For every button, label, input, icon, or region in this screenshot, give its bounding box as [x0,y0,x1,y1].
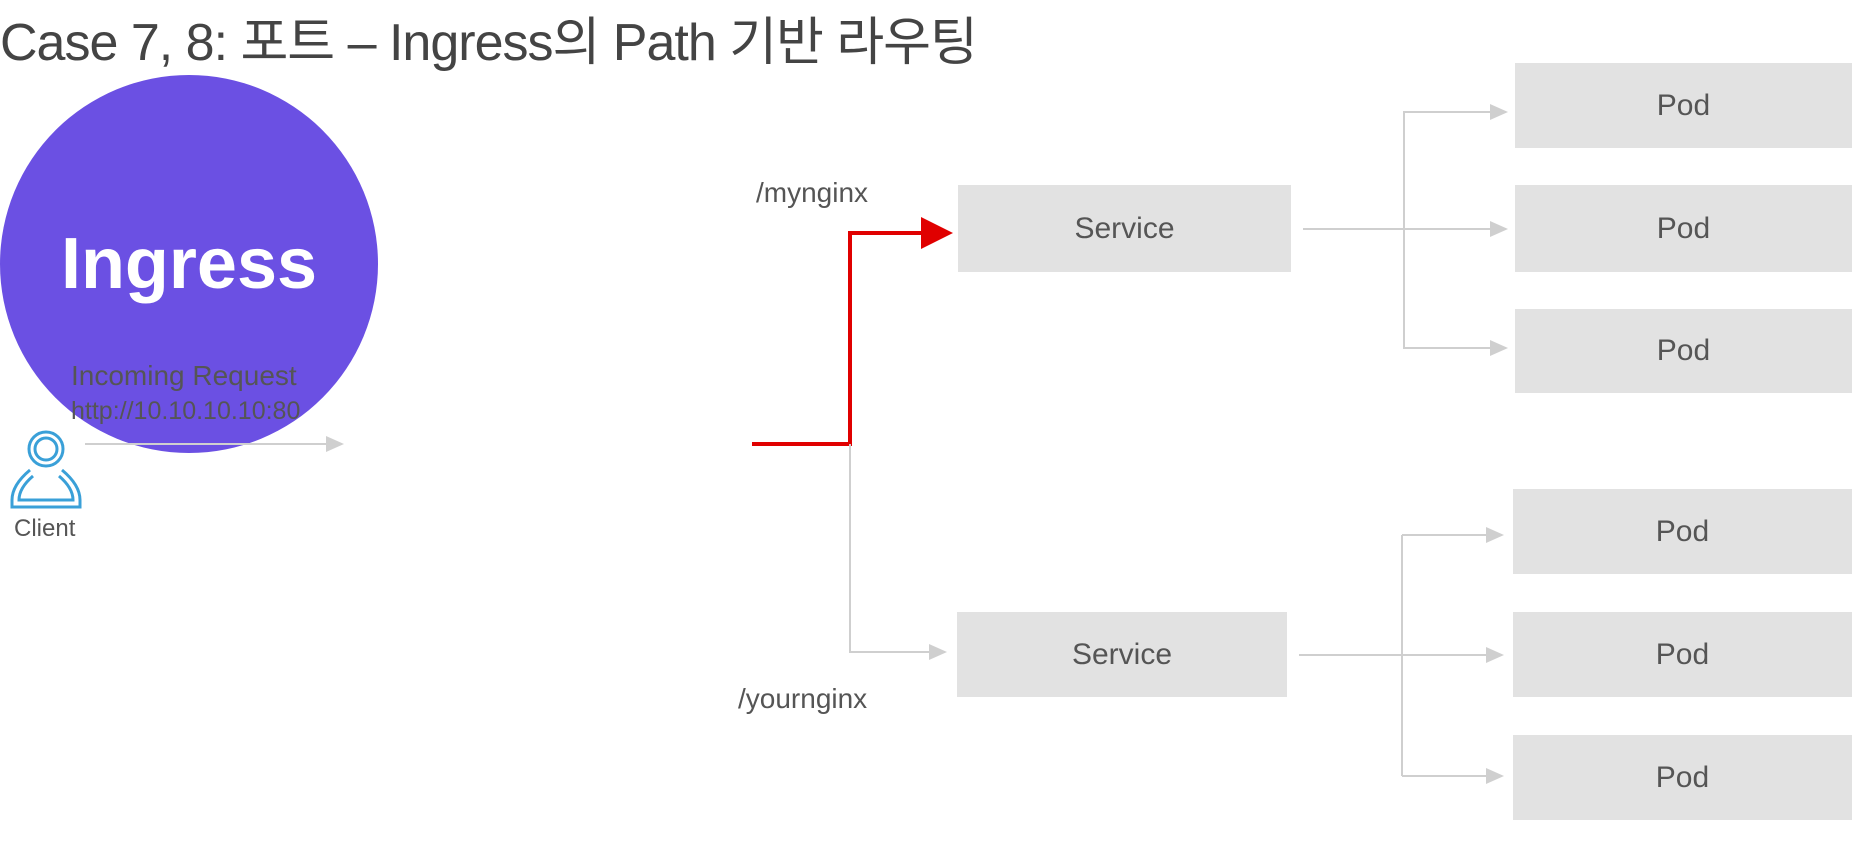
user-icon [10,430,82,509]
service-box-yournginx: Service [957,612,1287,697]
page-title: Case 7, 8: 포트 – Ingress의 Path 기반 라우팅 [0,14,978,72]
path-label-mynginx: /mynginx [756,177,869,208]
request-url: http://10.10.10.10:80 [71,397,301,425]
incoming-request-label: Incoming Request [71,360,297,391]
ingress-node: Ingress [0,75,378,453]
pod-box: Pod [1513,489,1852,574]
service-box-mynginx: Service [958,185,1291,272]
pod-box: Pod [1513,735,1852,820]
client-label: Client [14,515,76,542]
path-label-yournginx: /yournginx [738,683,868,714]
route-yournginx-arrow [849,444,947,660]
ingress-label: Ingress [60,224,318,304]
pod-box: Pod [1515,63,1852,148]
pod-box: Pod [1513,612,1852,697]
pod-box: Pod [1515,309,1852,393]
route-mynginx-arrow [752,217,953,446]
pod-box: Pod [1515,185,1852,272]
